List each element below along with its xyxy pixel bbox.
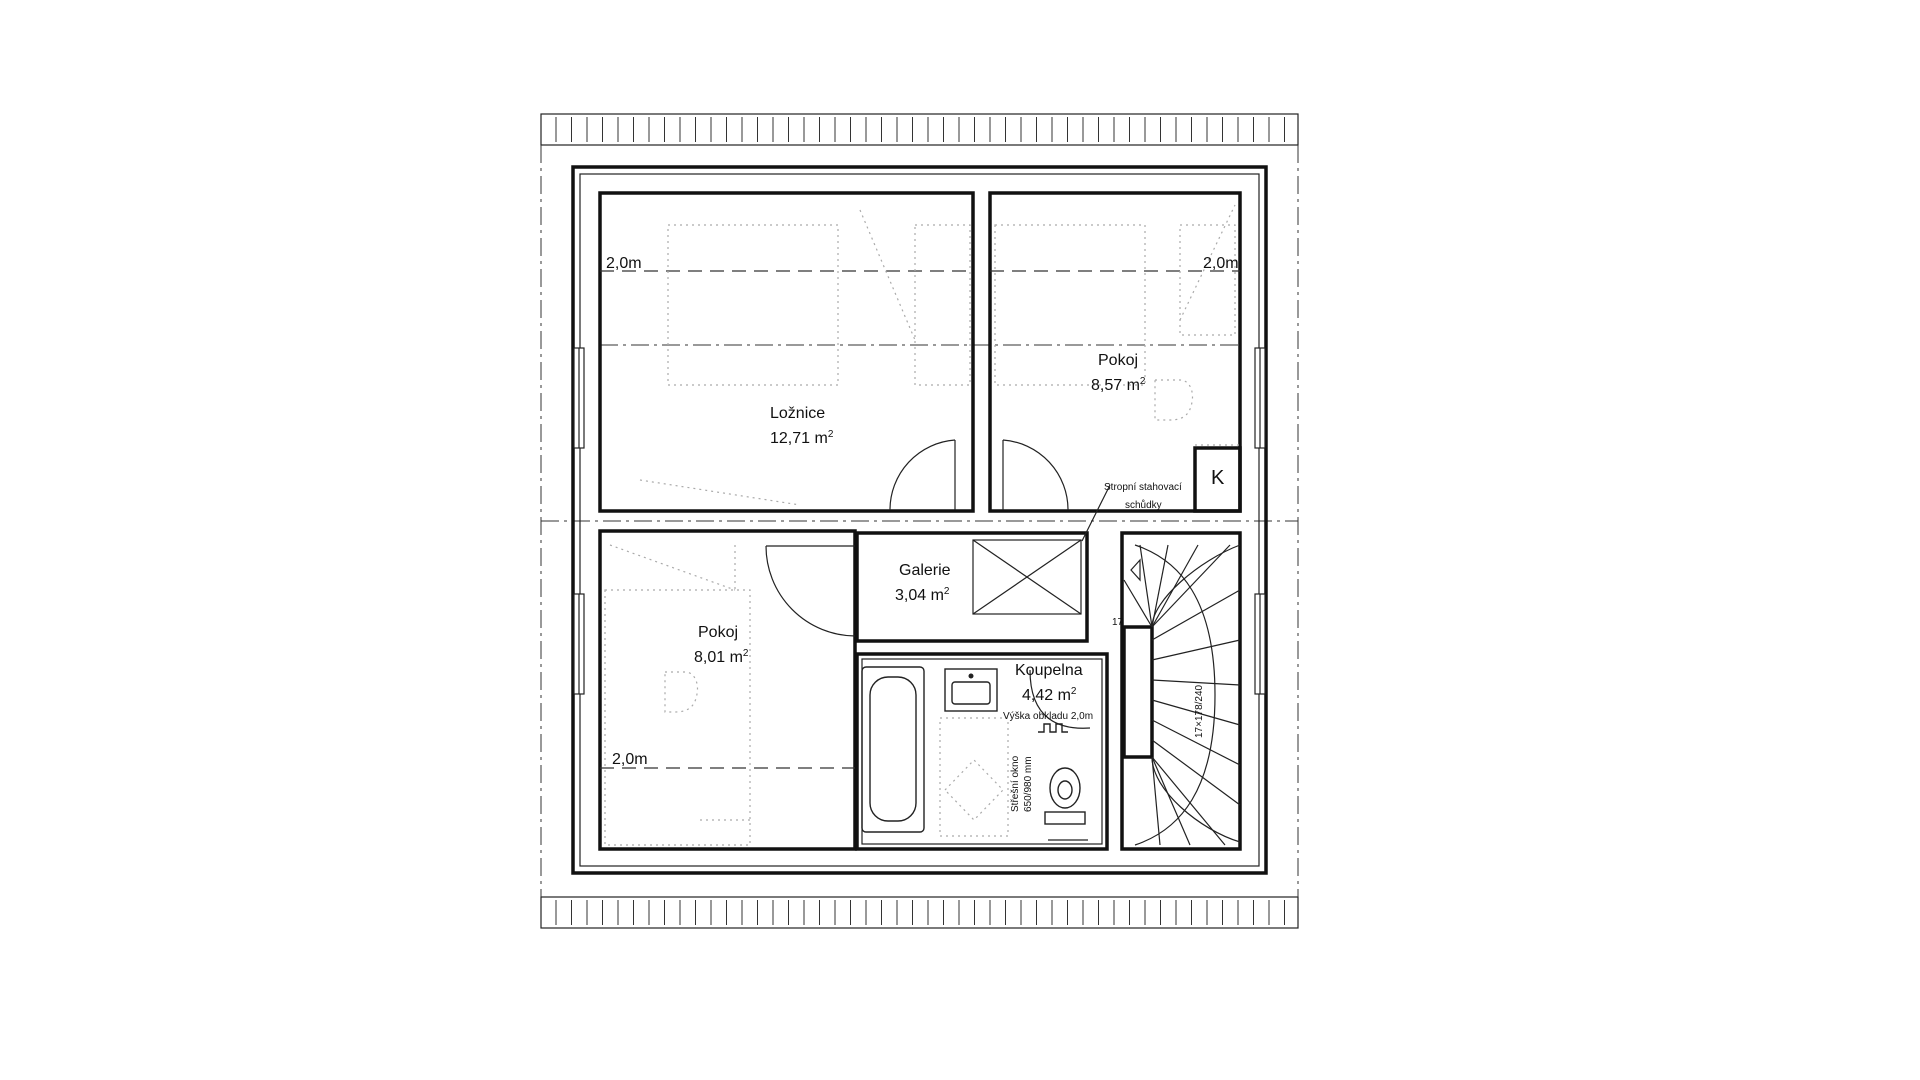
ladder-label-2: schůdky [1125, 499, 1162, 511]
staircase [1120, 531, 1242, 851]
room-galerie [855, 484, 1111, 643]
room-pokoj-top [988, 191, 1242, 513]
chimney-label: K [1211, 467, 1225, 489]
loznice-height: 2,0m [606, 255, 642, 272]
loznice-name: Ložnice [770, 405, 825, 422]
galerie-name: Galerie [899, 562, 951, 579]
roof-window-label-1: Střešní okno [1010, 755, 1021, 812]
room-koupelna [855, 652, 1109, 851]
ladder-label-1: Stropní stahovací [1104, 482, 1182, 493]
pokoj-bottom-name: Pokoj [698, 624, 738, 641]
stair-count: 17 [1112, 617, 1124, 628]
room-loznice [598, 191, 975, 513]
koupelna-name: Koupelna [1015, 662, 1083, 679]
loznice-area: 12,71 m2 [770, 429, 834, 447]
roof-eave-bottom [540, 896, 1299, 929]
pokoj-bottom-area: 8,01 m2 [694, 648, 749, 666]
koupelna-tile-height: Výška obkladu 2,0m [1003, 711, 1093, 722]
galerie-area: 3,04 m2 [895, 586, 950, 604]
outer-walls [571, 165, 1268, 875]
roof-eave-top [540, 113, 1299, 146]
room-pokoj-bottom [598, 529, 857, 851]
stair-spec: 17×178/240 [1194, 684, 1205, 738]
wall-windows [573, 347, 1266, 695]
pokoj-top-height: 2,0m [1203, 255, 1239, 272]
chimney: K [1193, 446, 1242, 513]
roof-outline [540, 145, 1299, 897]
pokoj-top-name: Pokoj [1098, 352, 1138, 369]
doors [765, 439, 1069, 637]
pokoj-bottom-height: 2,0m [612, 751, 648, 768]
koupelna-area: 4,42 m2 [1022, 686, 1077, 704]
roof-window-label-2: 650/980 mm [1023, 756, 1034, 812]
pokoj-top-area: 8,57 m2 [1091, 376, 1146, 394]
